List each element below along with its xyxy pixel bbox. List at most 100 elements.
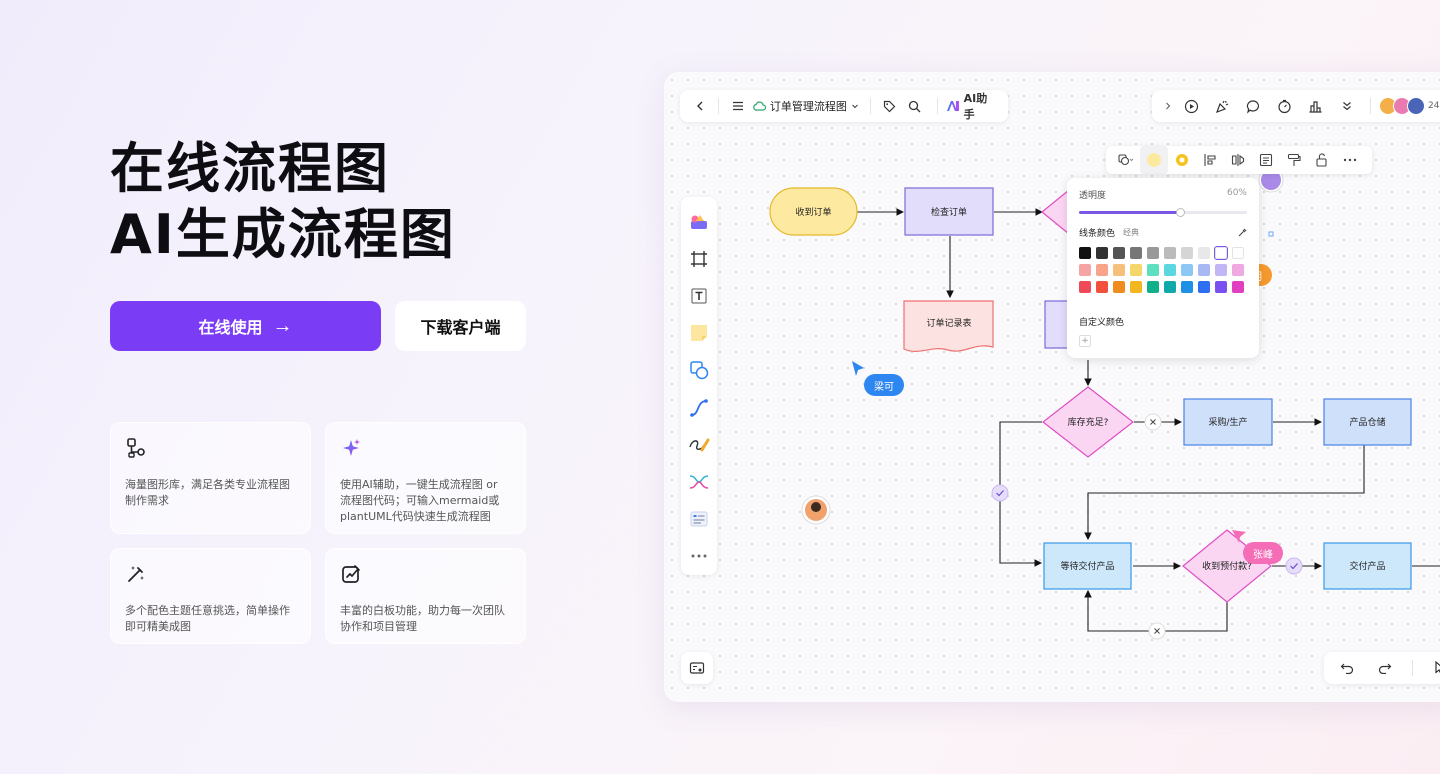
node-receive-order[interactable]: 收到订单 xyxy=(769,187,858,236)
color-swatch[interactable] xyxy=(1113,281,1125,293)
color-swatch[interactable] xyxy=(1198,247,1210,259)
node-in-stock[interactable]: 库存充足? xyxy=(1042,386,1134,458)
format-painter-icon[interactable] xyxy=(1280,146,1308,174)
no-marker-icon[interactable] xyxy=(1148,622,1166,640)
sticky-note-icon[interactable] xyxy=(681,315,717,352)
yes-marker-icon[interactable] xyxy=(991,484,1009,502)
node-received-payment[interactable]: 收到预付款? xyxy=(1182,529,1272,603)
undo-icon[interactable] xyxy=(1328,652,1366,684)
back-icon[interactable] xyxy=(690,90,710,122)
search-icon[interactable] xyxy=(901,90,929,122)
node-await-delivery[interactable]: 等待交付产品 xyxy=(1043,542,1132,590)
node-decision-partial[interactable] xyxy=(1041,188,1070,236)
vote-chart-icon[interactable] xyxy=(1300,90,1331,122)
color-swatch[interactable] xyxy=(1147,264,1159,276)
color-swatch[interactable] xyxy=(1215,281,1227,293)
history-toolbar xyxy=(1324,652,1440,684)
unlock-icon[interactable] xyxy=(1308,146,1336,174)
opacity-slider[interactable] xyxy=(1079,208,1247,217)
table-card-icon[interactable] xyxy=(681,501,717,538)
color-swatch[interactable] xyxy=(1130,264,1142,276)
avatar[interactable] xyxy=(801,495,831,525)
color-swatch[interactable] xyxy=(1232,247,1244,259)
text-tool-icon[interactable] xyxy=(681,277,717,314)
fill-color-icon[interactable] xyxy=(1140,146,1168,174)
color-swatch[interactable] xyxy=(1181,247,1193,259)
shape-tool-icon[interactable] xyxy=(681,352,717,389)
color-swatch[interactable] xyxy=(1181,281,1193,293)
collaborator-avatars[interactable]: 24 xyxy=(1379,97,1439,115)
avatar[interactable] xyxy=(1258,167,1284,193)
pen-draw-icon[interactable] xyxy=(681,426,717,463)
cursor-pointer-icon xyxy=(1232,530,1246,543)
mindmap-icon[interactable] xyxy=(681,463,717,500)
add-custom-color-button[interactable]: + xyxy=(1079,335,1091,347)
color-swatch[interactable] xyxy=(1198,264,1210,276)
color-swatch[interactable] xyxy=(1079,247,1091,259)
color-swatch[interactable] xyxy=(1096,264,1108,276)
color-swatch[interactable] xyxy=(1130,247,1142,259)
cursor-tag-liangke: 梁可 xyxy=(864,374,904,396)
present-play-icon[interactable] xyxy=(1176,90,1207,122)
color-swatch[interactable] xyxy=(1096,281,1108,293)
color-swatch[interactable] xyxy=(1147,247,1159,259)
align-icon[interactable] xyxy=(1196,146,1224,174)
color-swatch[interactable] xyxy=(1164,247,1176,259)
color-scheme-dropdown[interactable]: 经典 xyxy=(1123,228,1140,237)
color-swatch[interactable] xyxy=(1164,264,1176,276)
node-check-order[interactable]: 检查订单 xyxy=(904,187,994,236)
comment-icon[interactable] xyxy=(1238,90,1269,122)
no-marker-icon[interactable] xyxy=(1144,413,1162,431)
color-swatch[interactable] xyxy=(1181,264,1193,276)
color-swatch[interactable] xyxy=(1164,281,1176,293)
use-online-button[interactable]: 在线使用 → xyxy=(110,301,381,351)
celebrate-icon[interactable] xyxy=(1207,90,1238,122)
connector-line-icon[interactable] xyxy=(681,389,717,426)
redo-icon[interactable] xyxy=(1366,652,1404,684)
yes-marker-icon[interactable] xyxy=(1285,557,1303,575)
text-style-icon[interactable] xyxy=(1252,146,1280,174)
color-swatch[interactable] xyxy=(1147,281,1159,293)
collapse-chevron-icon[interactable] xyxy=(1160,90,1176,122)
color-swatch[interactable] xyxy=(1232,264,1244,276)
color-swatch[interactable] xyxy=(1079,264,1091,276)
template-library-icon[interactable] xyxy=(681,203,717,240)
color-swatch[interactable] xyxy=(1215,264,1227,276)
node-warehouse[interactable]: 产品仓储 xyxy=(1323,398,1412,446)
divider xyxy=(717,98,719,114)
node-hidden-process[interactable] xyxy=(1044,300,1070,349)
ai-assistant-button[interactable]: AI助手 xyxy=(946,90,998,122)
color-swatch[interactable] xyxy=(1198,281,1210,293)
more-down-icon[interactable] xyxy=(1331,90,1362,122)
color-swatch[interactable] xyxy=(1096,247,1108,259)
color-swatch[interactable] xyxy=(1232,281,1244,293)
feature-card-theme: 多个配色主题任意挑选，简单操作即可精美成图 xyxy=(110,548,311,644)
node-procure[interactable]: 采购/生产 xyxy=(1183,398,1273,446)
node-order-record[interactable]: 订单记录表 xyxy=(903,300,994,353)
border-color-icon[interactable] xyxy=(1168,146,1196,174)
color-swatch[interactable] xyxy=(1113,264,1125,276)
color-swatch[interactable] xyxy=(1113,247,1125,259)
flip-icon[interactable] xyxy=(1224,146,1252,174)
minimap-icon[interactable] xyxy=(681,652,713,684)
more-options-icon[interactable] xyxy=(1336,146,1364,174)
menu-icon[interactable] xyxy=(727,90,749,122)
node-deliver[interactable]: 交付产品 xyxy=(1323,542,1412,590)
doc-title-dropdown[interactable]: 订单管理流程图 xyxy=(749,90,862,122)
timer-icon[interactable] xyxy=(1269,90,1300,122)
download-client-button[interactable]: 下载客户端 xyxy=(395,301,526,351)
select-pointer-icon[interactable] xyxy=(1421,652,1440,684)
color-swatch[interactable] xyxy=(1214,246,1228,260)
shape-type-icon[interactable] xyxy=(1112,146,1140,174)
feature-text: 海量图形库，满足各类专业流程图制作需求 xyxy=(125,478,290,507)
selection-handle[interactable] xyxy=(1268,231,1274,237)
eyedropper-icon[interactable] xyxy=(1237,228,1247,238)
flowchart-canvas[interactable]: 收到订单 检查订单 订单记录表 库存充足? 采购/生产 产品仓储 xyxy=(664,72,1440,702)
frame-icon[interactable] xyxy=(681,240,717,277)
color-swatch[interactable] xyxy=(1079,281,1091,293)
color-swatch[interactable] xyxy=(1130,281,1142,293)
divider xyxy=(1412,660,1413,676)
opacity-slider-knob[interactable] xyxy=(1175,208,1185,217)
tag-icon[interactable] xyxy=(879,90,901,122)
more-tools-icon[interactable] xyxy=(681,538,717,575)
